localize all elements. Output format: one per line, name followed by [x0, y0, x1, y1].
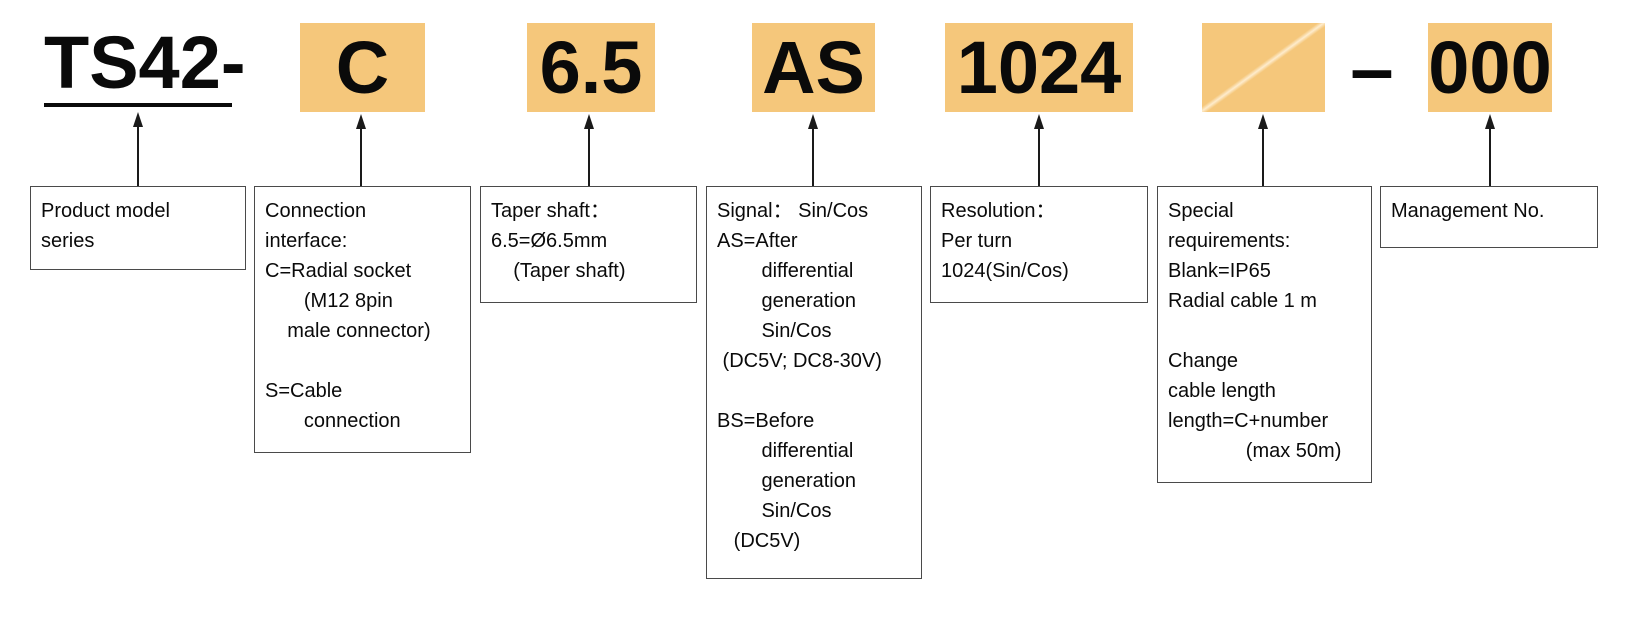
code-box-resolution: 1024	[945, 23, 1133, 112]
legend-box-special-requirements: Special requirements: Blank=IP65 Radial …	[1157, 186, 1372, 483]
legend-text-product-series: Product model series	[41, 200, 170, 252]
arrow-head-icon	[356, 114, 366, 129]
arrow-head-icon	[1485, 114, 1495, 129]
model-prefix-text: TS42-	[44, 21, 246, 104]
legend-box-resolution: Resolution： Per turn 1024(Sin/Cos)	[930, 186, 1148, 303]
model-prefix-underline	[44, 103, 232, 107]
dash-separator: –	[1350, 23, 1394, 112]
legend-text-signal: Signal： Sin/Cos AS=After differential ge…	[717, 200, 882, 552]
connector-arrow-connection	[355, 114, 367, 186]
arrow-head-icon	[133, 112, 143, 127]
arrow-line	[1262, 129, 1264, 186]
arrow-head-icon	[1258, 114, 1268, 129]
legend-text-taper-shaft: Taper shaft： 6.5=Ø6.5mm (Taper shaft)	[491, 200, 626, 282]
legend-text-special-requirements: Special requirements: Blank=IP65 Radial …	[1168, 200, 1342, 462]
connector-arrow-resolution	[1033, 114, 1045, 186]
connector-arrow-product-series	[132, 112, 144, 186]
legend-box-connection-interface: Connection interface: C=Radial socket (M…	[254, 186, 471, 453]
legend-text-resolution: Resolution： Per turn 1024(Sin/Cos)	[941, 200, 1069, 282]
arrow-line	[360, 129, 362, 186]
arrow-line	[588, 129, 590, 186]
legend-box-management-no: Management No.	[1380, 186, 1598, 248]
connector-arrow-special	[1257, 114, 1269, 186]
connector-arrow-taper-shaft	[583, 114, 595, 186]
code-box-signal: AS	[752, 23, 875, 112]
arrow-head-icon	[584, 114, 594, 129]
arrow-line	[812, 129, 814, 186]
arrow-line	[137, 127, 139, 186]
legend-text-connection-interface: Connection interface: C=Radial socket (M…	[265, 200, 431, 432]
arrow-line	[1489, 129, 1491, 186]
code-box-connection: C	[300, 23, 425, 112]
legend-box-taper-shaft: Taper shaft： 6.5=Ø6.5mm (Taper shaft)	[480, 186, 697, 303]
arrow-line	[1038, 129, 1040, 186]
connector-arrow-management	[1484, 114, 1496, 186]
connector-arrow-signal	[807, 114, 819, 186]
code-box-management: 000	[1428, 23, 1552, 112]
code-box-taper-shaft: 6.5	[527, 23, 655, 112]
arrow-head-icon	[808, 114, 818, 129]
legend-text-management-no: Management No.	[1391, 200, 1545, 222]
legend-box-signal: Signal： Sin/Cos AS=After differential ge…	[706, 186, 922, 579]
arrow-head-icon	[1034, 114, 1044, 129]
legend-box-product-series: Product model series	[30, 186, 246, 270]
code-box-special-blank	[1202, 23, 1325, 112]
